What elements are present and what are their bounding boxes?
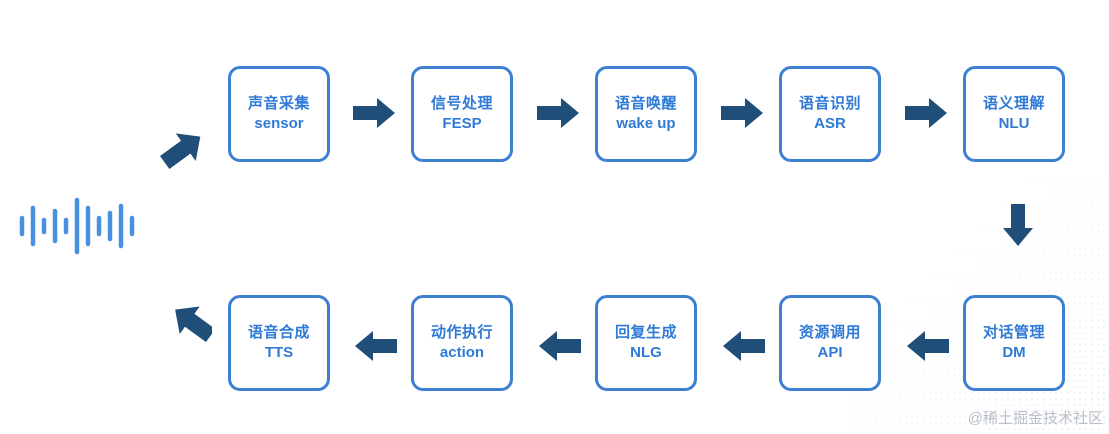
step-wake-up: 语音唤醒 wake up	[595, 66, 697, 162]
step-fesp: 信号处理 FESP	[411, 66, 513, 162]
step-nlu: 语义理解 NLU	[963, 66, 1065, 162]
step-label-en: NLU	[998, 115, 1030, 132]
step-sensor: 声音采集 sensor	[228, 66, 330, 162]
step-dm: 对话管理 DM	[963, 295, 1065, 391]
step-tts: 语音合成 TTS	[228, 295, 330, 391]
step-label-zh: 语音合成	[247, 324, 310, 341]
arrow-left-icon	[723, 331, 765, 361]
step-label-en: TTS	[264, 344, 294, 361]
step-label-zh: 语音识别	[798, 95, 861, 112]
step-label-en: FESP	[442, 115, 482, 132]
arrow-up-left-icon	[175, 306, 212, 342]
step-label-zh: 对话管理	[982, 324, 1045, 341]
step-label-zh: 语义理解	[982, 95, 1045, 112]
step-label-en: NLG	[630, 344, 662, 361]
arrow-left-icon	[907, 331, 949, 361]
step-label-en: action	[439, 344, 485, 361]
step-label-zh: 资源调用	[798, 324, 861, 341]
step-label-zh: 回复生成	[614, 324, 677, 341]
step-label-zh: 语音唤醒	[614, 95, 677, 112]
step-api: 资源调用 API	[779, 295, 881, 391]
arrow-down-icon	[1003, 204, 1033, 246]
arrow-right-icon	[353, 98, 395, 128]
watermark: @稀土掘金技术社区	[967, 410, 1103, 427]
step-label-en: sensor	[254, 115, 304, 132]
step-asr: 语音识别 ASR	[779, 66, 881, 162]
arrow-right-icon	[537, 98, 579, 128]
arrow-right-icon	[721, 98, 763, 128]
step-nlg: 回复生成 NLG	[595, 295, 697, 391]
step-label-zh: 信号处理	[430, 95, 493, 112]
step-label-zh: 声音采集	[247, 95, 310, 112]
step-label-en: wake up	[616, 115, 676, 132]
step-label-en: API	[817, 344, 843, 361]
arrow-left-icon	[355, 331, 397, 361]
arrow-right-icon	[905, 98, 947, 128]
step-label-en: DM	[1002, 344, 1026, 361]
arrow-up-right-icon	[160, 133, 201, 169]
step-label-en: ASR	[814, 115, 846, 132]
step-action: 动作执行 action	[411, 295, 513, 391]
sound-wave-icon	[19, 197, 135, 255]
arrow-left-icon	[539, 331, 581, 361]
step-label-zh: 动作执行	[430, 324, 493, 341]
